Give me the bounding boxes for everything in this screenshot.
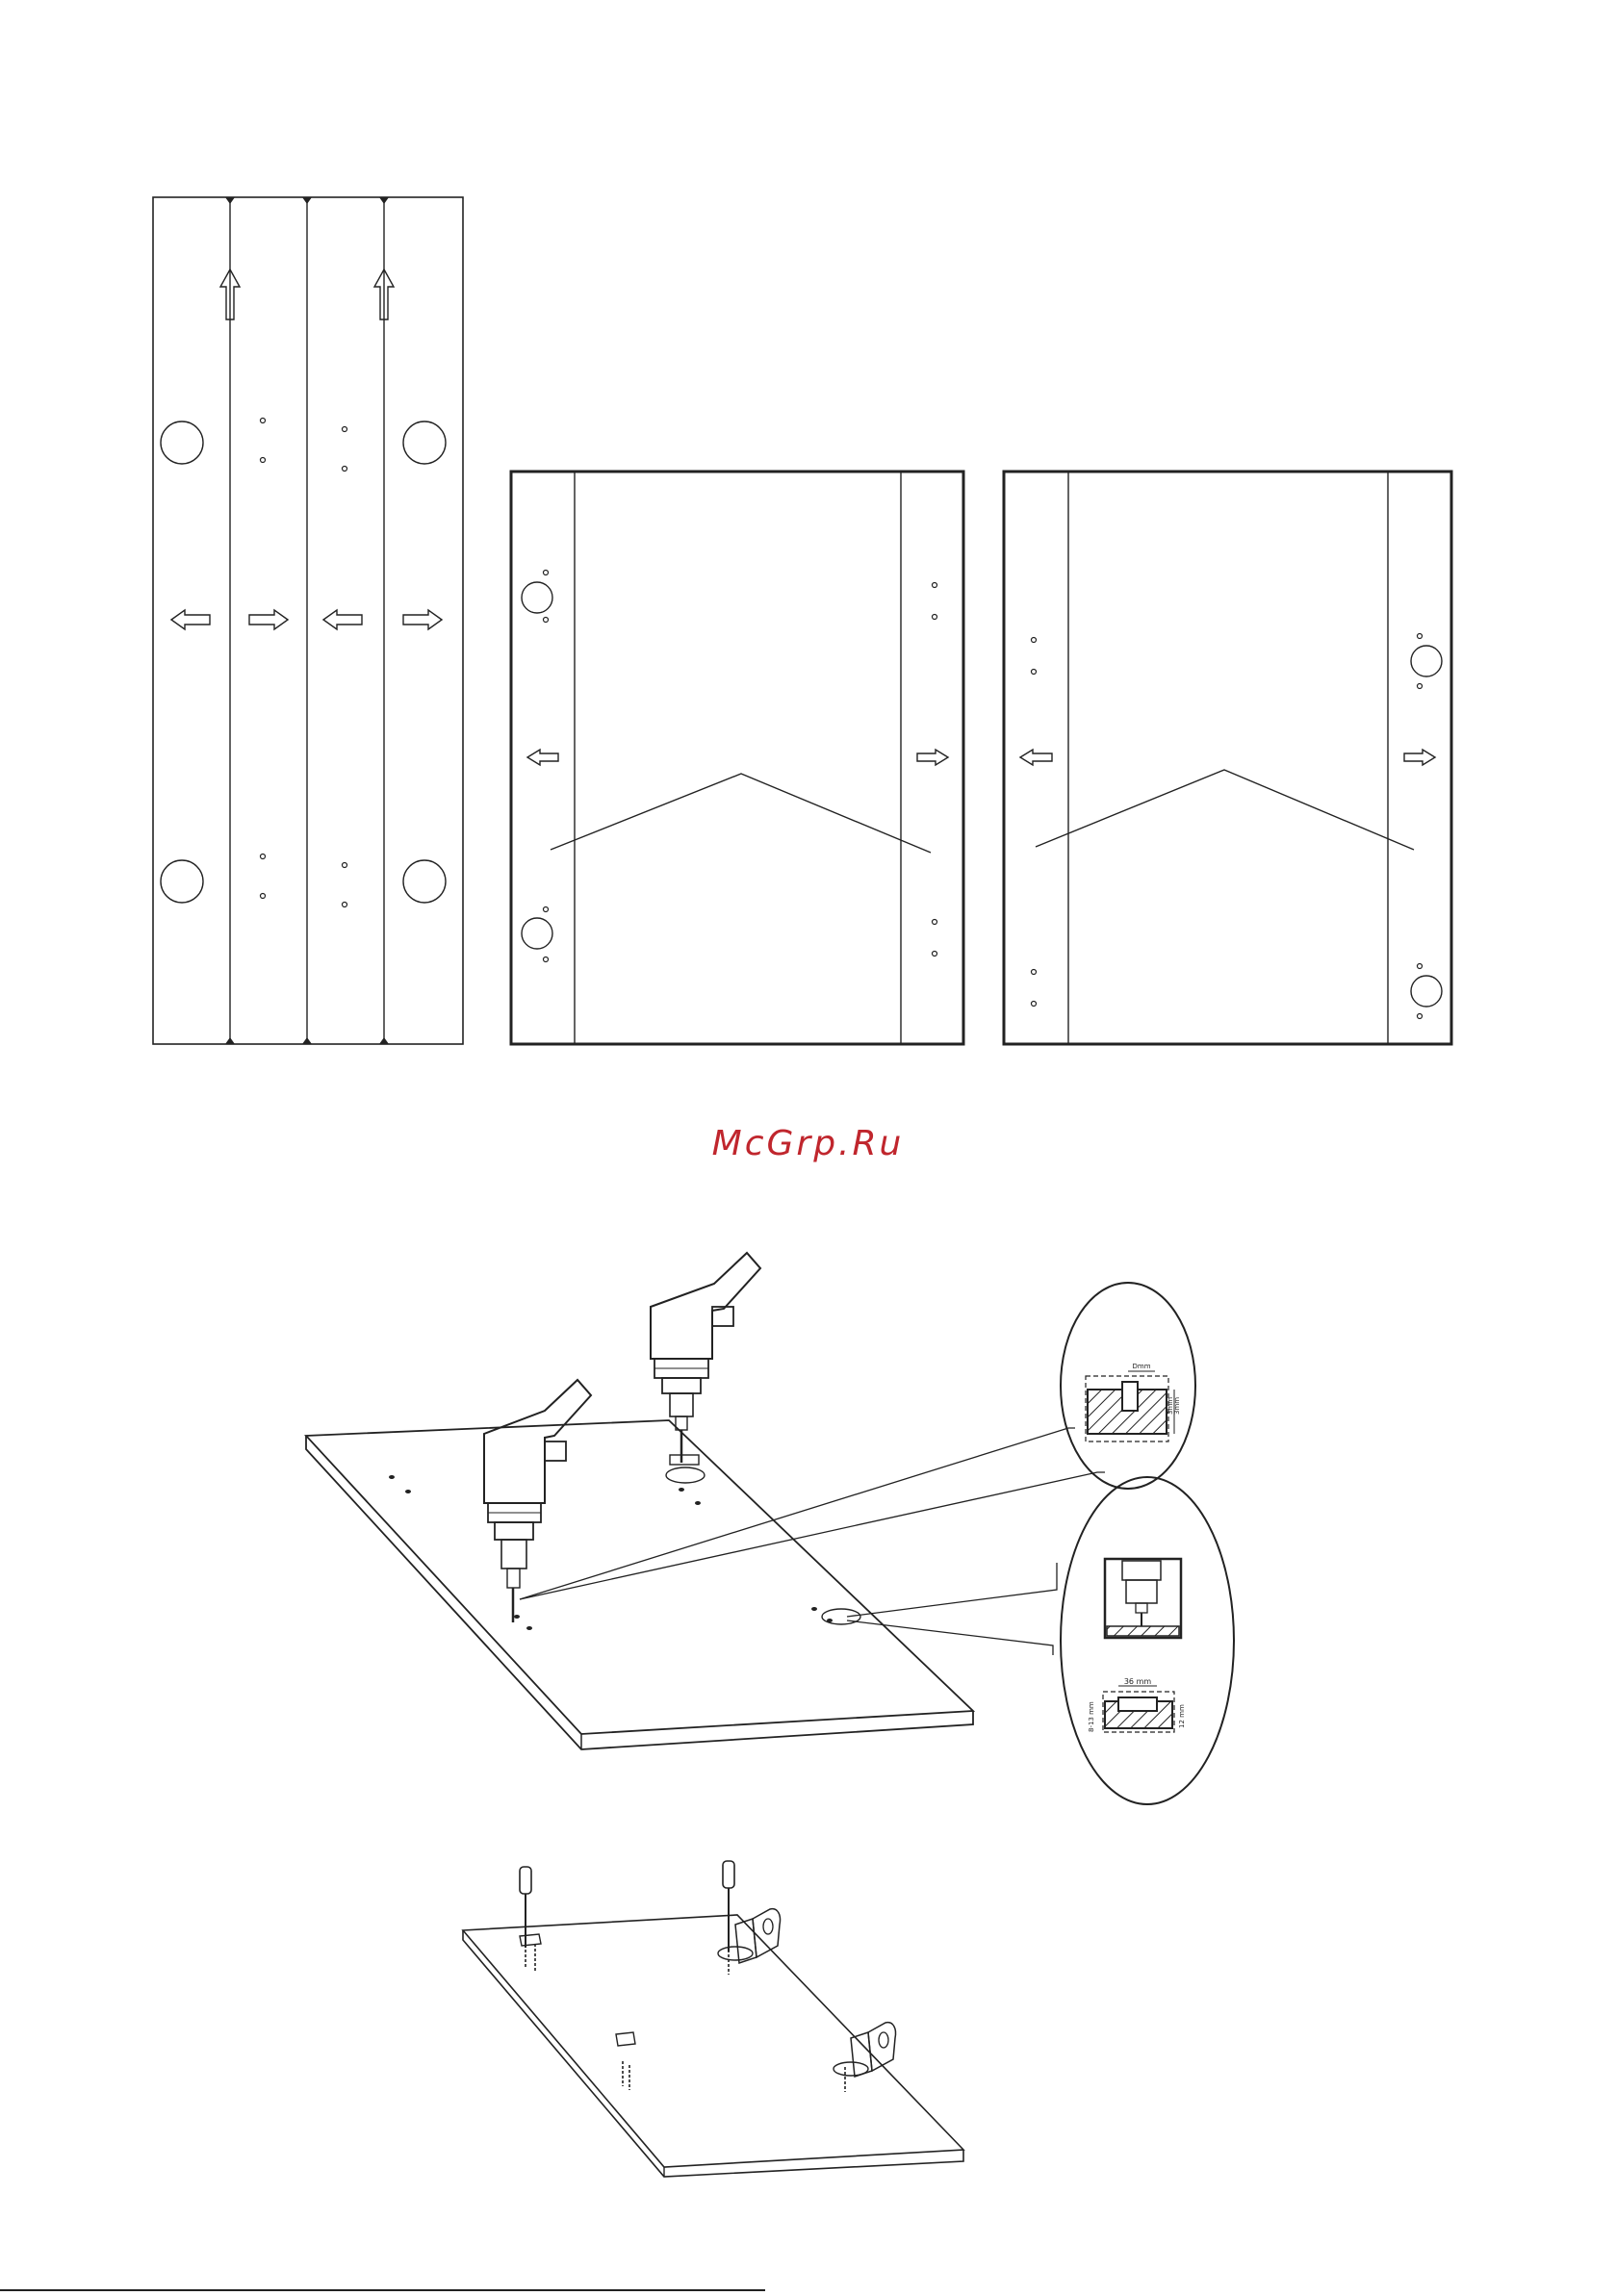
hinge-cup-detail-callout: 36 mm 8-13 mm 12 mm xyxy=(1061,1477,1234,1804)
door-panel-right-diagram xyxy=(1004,472,1451,1044)
direction-arrow-icon xyxy=(527,750,558,765)
drill-icon xyxy=(484,1380,591,1622)
door-panel-left-diagram xyxy=(511,472,963,1044)
hole-depth-detail-callout: Dmm 3mm 3mm xyxy=(1061,1283,1195,1489)
drill-icon xyxy=(651,1253,760,1465)
hinge-cup-hole xyxy=(1411,646,1442,676)
watermark: McGrp.Ru xyxy=(0,1124,1616,1163)
hinge-cup-hole xyxy=(1411,976,1442,1007)
hinge-cup-hole xyxy=(522,582,552,613)
hinge-cup-hole xyxy=(161,421,446,903)
screwdriver-icon xyxy=(520,1861,734,1952)
direction-arrow-icon xyxy=(917,750,948,765)
door-opening-indicator xyxy=(551,774,931,853)
pilot-hole xyxy=(261,419,347,907)
hinge-cup-hole xyxy=(522,918,552,949)
footer-rule xyxy=(0,2289,765,2291)
callout-leader-lines xyxy=(520,1428,1105,1655)
dim-label: 8-13 mm xyxy=(1088,1701,1095,1732)
dim-label: 3mm xyxy=(1173,1397,1181,1415)
direction-arrow-icon xyxy=(1020,750,1052,765)
door-opening-indicator xyxy=(1036,770,1414,850)
pilot-hole xyxy=(389,1475,833,1630)
pilot-hole xyxy=(544,571,937,962)
hinge-cup-hole xyxy=(666,1467,705,1483)
board xyxy=(463,1915,963,2177)
dim-label: Dmm xyxy=(1132,1363,1150,1370)
mounting-plate-icon xyxy=(520,1934,635,2046)
pilot-hole xyxy=(1032,634,1423,1019)
drilling-step-illustration: Dmm 3mm 3mm 36 mm 8-13 mm 12 mm xyxy=(306,1253,1234,1804)
board xyxy=(306,1420,973,1749)
dim-label: 36 mm xyxy=(1124,1677,1152,1686)
hinge-mounting-step-illustration xyxy=(463,1861,963,2177)
dim-label: 3mm xyxy=(1167,1397,1174,1415)
direction-arrow-icon xyxy=(1404,750,1435,765)
dim-label: 12 mm xyxy=(1178,1704,1186,1728)
side-panel-diagram xyxy=(153,197,463,1044)
